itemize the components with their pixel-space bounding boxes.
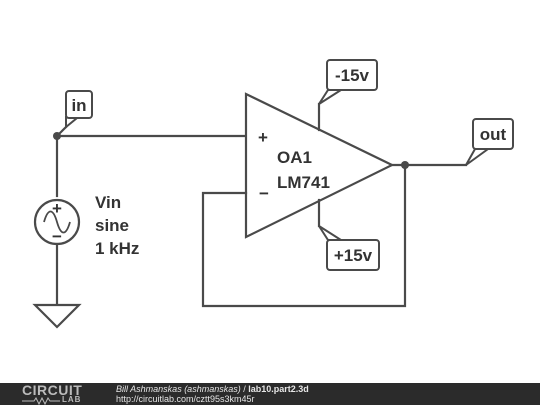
credit-text: Bill Ashmanskas (ashmanskas) / lab10.par… [116,384,309,404]
opamp-model: LM741 [277,173,330,192]
ground-symbol [32,303,82,329]
logo-top-text: CIRCUIT [22,382,83,398]
vpos-net-label: +15v [334,246,373,265]
source-plus-sign: + [52,199,62,218]
circuit-url[interactable]: http://circuitlab.com/cztt95s3km45r [116,394,255,404]
opamp-name: OA1 [277,148,312,167]
source-name: Vin [95,193,121,212]
in-net-label: in [71,96,86,115]
logo-bottom-text: LAB [62,395,82,404]
out-net-label: out [480,125,507,144]
vneg-net-label: -15v [335,66,370,85]
source-frequency: 1 kHz [95,239,139,258]
vneg-net-flag[interactable]: -15v [318,59,378,105]
opamp-minus-symbol: − [259,184,269,203]
out-net-flag[interactable]: out [465,118,514,166]
project-link[interactable]: lab10.part2.3d [248,384,309,394]
footer-bar: CIRCUIT LAB Bill Ashmanskas (ashmanskas)… [0,383,540,405]
sine-voltage-source[interactable]: + − [33,198,81,246]
circuitlab-logo[interactable]: CIRCUIT LAB [22,382,92,405]
source-type: sine [95,216,129,235]
in-net-flag[interactable]: in [55,90,93,138]
author-link[interactable]: Bill Ashmanskas (ashmanskas) [116,384,241,394]
credit-line-1: Bill Ashmanskas (ashmanskas) / lab10.par… [116,384,309,394]
schematic-canvas: in + − Vin sine 1 kHz + − OA1 LM741 out … [32,59,514,329]
source-minus-sign: − [52,227,62,246]
logo-resistor-icon [22,397,60,405]
opamp-plus-symbol: + [258,128,268,147]
vpos-net-flag[interactable]: +15v [318,225,380,271]
credit-separator: / [240,384,249,394]
feedback-wire [201,163,407,308]
